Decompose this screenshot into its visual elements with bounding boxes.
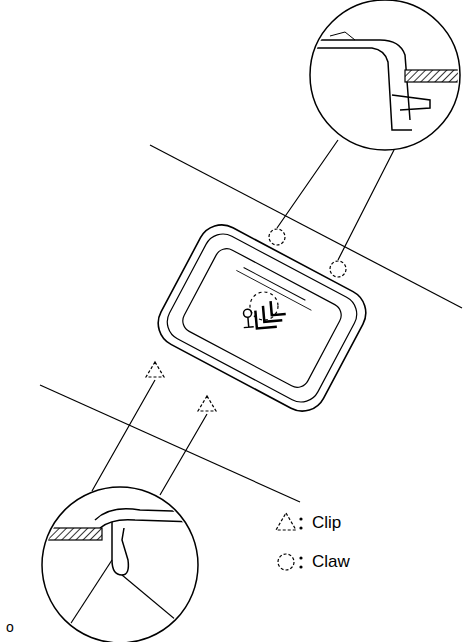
legend-text: Clip (312, 514, 341, 531)
figure-code: o (6, 620, 14, 634)
legend-text: Claw (312, 553, 350, 570)
